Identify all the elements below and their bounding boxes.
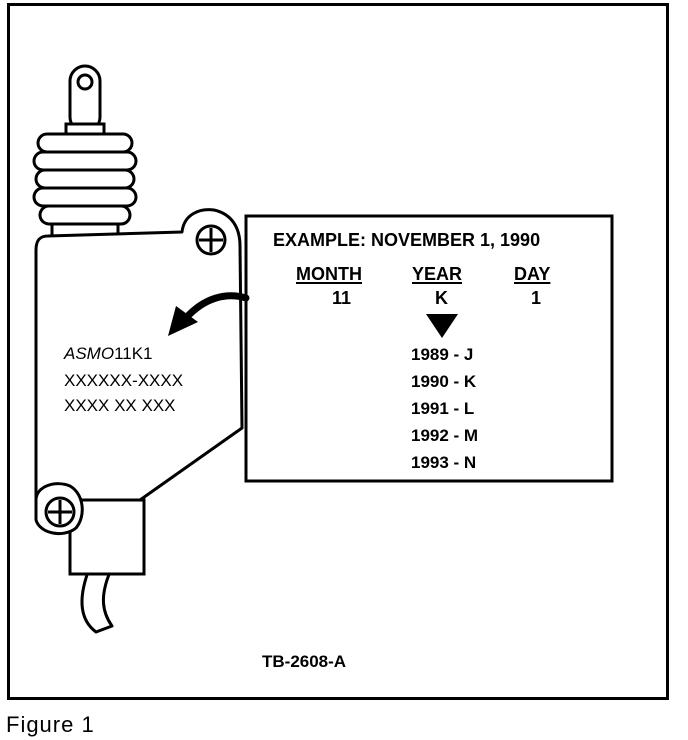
- lower-screw-icon: [44, 496, 76, 528]
- part-code-line: ASMO11K1: [64, 344, 153, 364]
- rod-tab-hole: [76, 73, 94, 91]
- upper-screw-icon: [195, 224, 227, 256]
- year-label: YEAR: [412, 264, 463, 284]
- date-code: 11K1: [114, 344, 153, 363]
- pointer-arrow-curve: [182, 292, 250, 322]
- brand-name: ASMO: [64, 344, 115, 363]
- drawing-number: TB-2608-A: [262, 652, 347, 671]
- example-heading: EXAMPLE: NOVEMBER 1, 1990: [273, 230, 541, 250]
- day-label: DAY: [514, 264, 551, 284]
- year-code-item: 1992 - M: [411, 426, 479, 445]
- serial-line: XXXX XX XXX: [64, 396, 176, 415]
- year-code-item: 1990 - K: [411, 372, 477, 391]
- month-value: 11: [332, 288, 352, 308]
- rubber-boot: [32, 132, 138, 238]
- cable: [80, 570, 114, 634]
- down-triangle-icon: [426, 314, 458, 338]
- day-value: 1: [531, 288, 542, 308]
- actuator-body: [34, 208, 244, 518]
- month-label: MONTH: [296, 264, 362, 284]
- year-code-item: 1993 - N: [411, 453, 477, 472]
- pointer-arrow-head: [168, 306, 198, 336]
- part-number-line: XXXXXX-XXXX: [64, 371, 184, 390]
- year-code-item: 1991 - L: [411, 399, 475, 418]
- year-code-item: 1989 - J: [411, 345, 474, 364]
- year-value: K: [435, 288, 448, 308]
- figure-caption: Figure 1: [6, 712, 95, 737]
- figure-frame: [7, 3, 669, 700]
- example-box: [244, 214, 614, 483]
